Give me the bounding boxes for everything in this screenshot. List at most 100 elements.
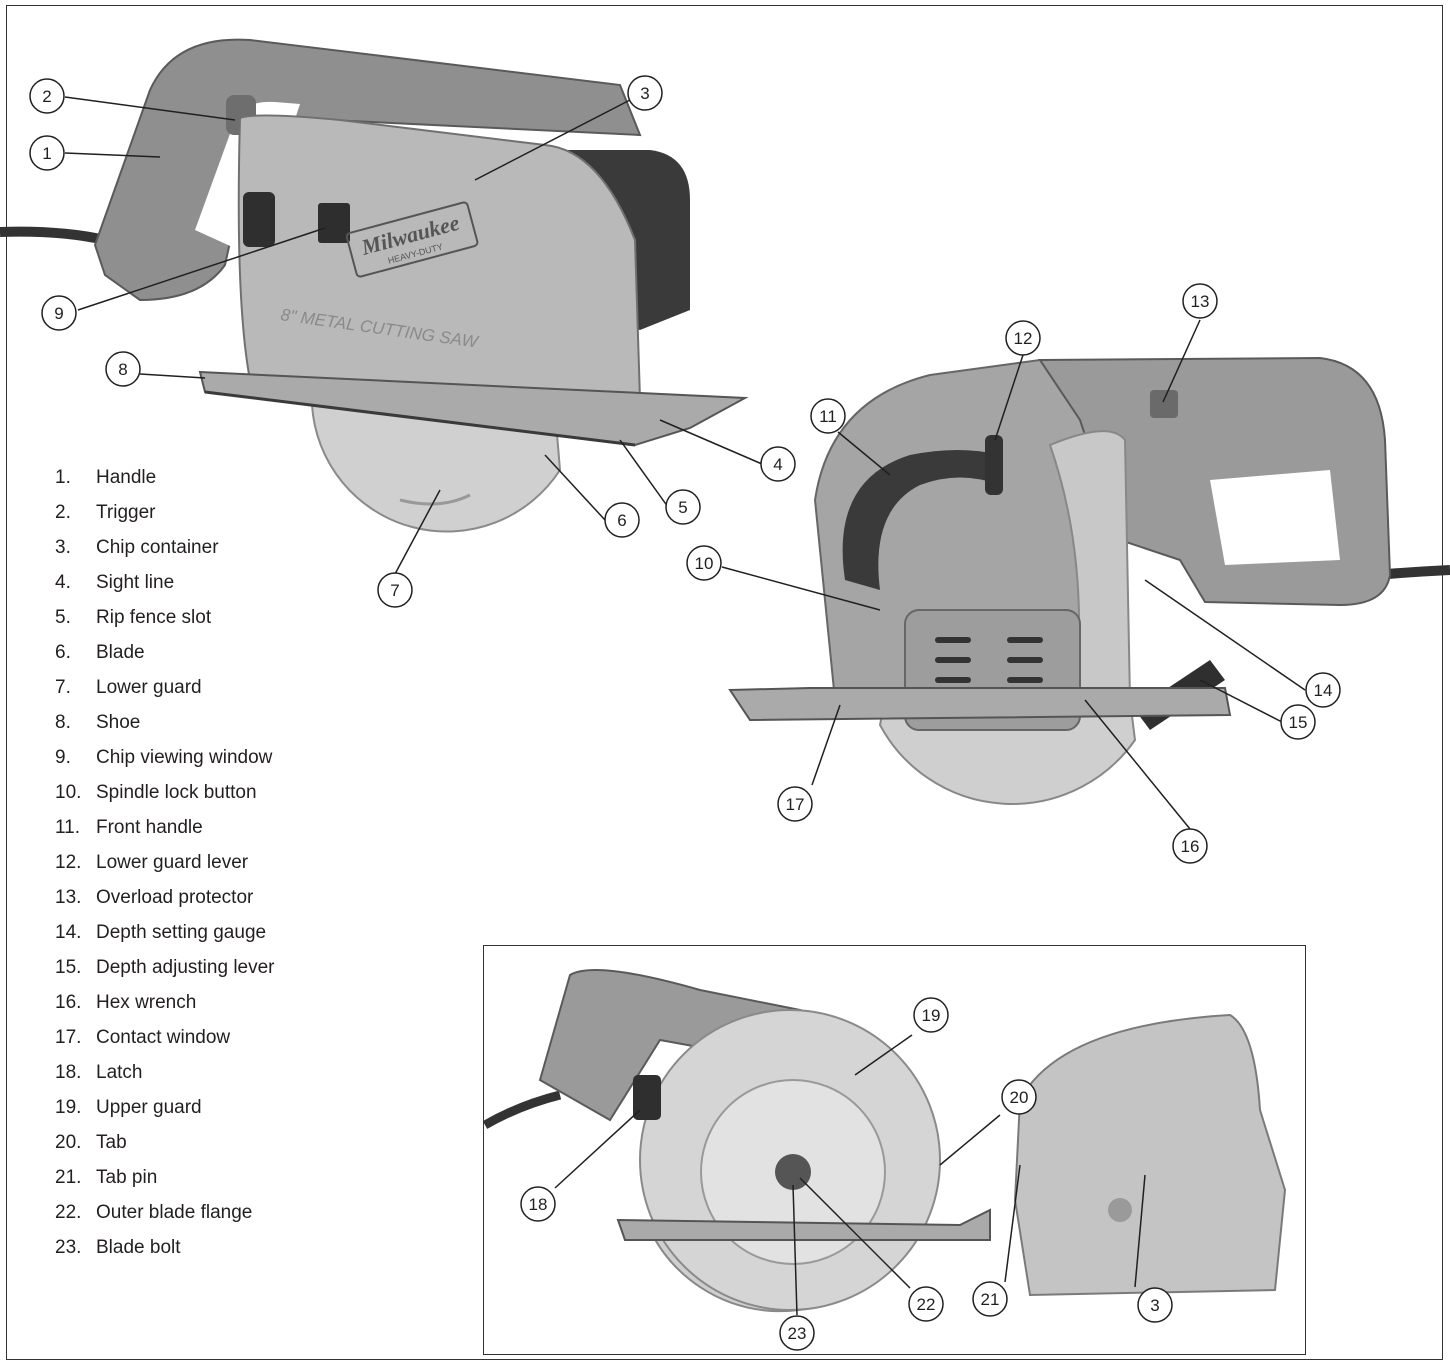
legend-label: Tab (96, 1132, 127, 1153)
callout-circle (908, 1286, 944, 1322)
callout-circle (604, 502, 640, 538)
legend-label: Latch (96, 1062, 143, 1083)
callout-number: 15 (1289, 713, 1308, 732)
legend-number: 19. (55, 1097, 82, 1118)
callout-number: 10 (695, 554, 714, 573)
legend-item: 18.Latch (55, 1060, 275, 1095)
callout-circle (377, 572, 413, 608)
power-cord-left (0, 226, 107, 245)
callout-number: 17 (786, 795, 805, 814)
legend-item: 13.Overload protector (55, 885, 275, 920)
legend-number: 16. (55, 992, 82, 1013)
callout-circle (913, 997, 949, 1033)
callout-number: 23 (788, 1324, 807, 1343)
legend-label: Sight line (96, 572, 175, 593)
legend-label: Lower guard lever (96, 852, 249, 873)
legend-number: 22. (55, 1202, 82, 1223)
callout-number: 18 (529, 1195, 548, 1214)
legend-label: Handle (96, 467, 157, 488)
callout-number: 6 (617, 511, 626, 530)
legend-number: 8. (55, 712, 71, 733)
callout-number: 4 (773, 455, 782, 474)
legend-label: Outer blade flange (96, 1202, 253, 1223)
callout-circle (760, 446, 796, 482)
callout-circle (1001, 1079, 1037, 1115)
legend-label: Rip fence slot (96, 607, 212, 628)
callout-number: 12 (1014, 329, 1033, 348)
cord-inset (482, 1090, 562, 1129)
legend-label: Blade (96, 642, 145, 663)
callout-circle (686, 545, 722, 581)
guard-arrow (399, 493, 471, 506)
legend-item: 16.Hex wrench (55, 990, 275, 1025)
legend-label: Blade bolt (96, 1237, 181, 1258)
shoe-plate (198, 370, 749, 447)
chip-window (318, 203, 350, 243)
callout-circle (779, 1315, 815, 1351)
legend-number: 6. (55, 642, 71, 663)
callout-number: 21 (981, 1290, 1000, 1309)
legend-number: 14. (55, 922, 82, 943)
callout-circle (29, 78, 65, 114)
callout-circle (520, 1186, 556, 1222)
legend-item: 7.Lower guard (55, 675, 275, 710)
front-grip (842, 450, 1000, 590)
lower-guard (310, 403, 562, 533)
callout-number: 16 (1181, 837, 1200, 856)
legend-item: 9.Chip viewing window (55, 745, 275, 780)
legend-number: 9. (55, 747, 71, 768)
saw-inset-view (482, 969, 1287, 1313)
legend-number: 13. (55, 887, 82, 908)
handle-opening-right (1210, 470, 1340, 565)
legend-item: 20.Tab (55, 1130, 275, 1165)
legend-number: 15. (55, 957, 82, 978)
callout-number: 9 (54, 304, 63, 323)
callout-number: 3 (1150, 1296, 1159, 1315)
shoe-edge (204, 390, 636, 447)
chip-container-body (237, 114, 642, 432)
callout-number: 19 (922, 1006, 941, 1025)
legend-item: 6. Blade (55, 640, 275, 675)
page-frame (6, 5, 1443, 1360)
callout-circle (627, 75, 663, 111)
inset-latch (633, 1075, 661, 1120)
legend-number: 23. (55, 1237, 82, 1258)
legend-item: 14. Depth setting gauge (55, 920, 275, 955)
legend-item: 17.Contact window (55, 1025, 275, 1060)
legend-item: 8. Shoe (55, 710, 275, 745)
callout-circle (1137, 1287, 1173, 1323)
callout-circle (105, 351, 141, 387)
legend-number: 12. (55, 852, 82, 873)
legend-item: 21.Tab pin (55, 1165, 275, 1200)
callout-circle (1305, 672, 1341, 708)
legend-number: 11. (55, 817, 81, 838)
saw-right-view (728, 356, 1450, 805)
callout-number: 7 (390, 581, 399, 600)
callout-number: 14 (1314, 681, 1333, 700)
legend-label: Chip container (96, 537, 219, 558)
legend-item: 1.Handle (55, 465, 275, 500)
guard-lever (985, 435, 1003, 495)
callout-circle (29, 135, 65, 171)
legend-number: 17. (55, 1027, 82, 1048)
legend-label: Spindle lock button (96, 782, 257, 803)
legend-item: 2.Trigger (55, 500, 275, 535)
legend-item: 22. Outer blade flange (55, 1200, 275, 1235)
callout-circle (41, 295, 77, 331)
legend-number: 3. (55, 537, 71, 558)
legend-number: 10. (55, 782, 82, 803)
legend-item: 10. Spindle lock button (55, 780, 275, 815)
callout-circle (972, 1281, 1008, 1317)
legend-item: 3. Chip container (55, 535, 275, 570)
callout-number: 13 (1191, 292, 1210, 311)
legend-number: 5. (55, 607, 71, 628)
legend-label: Shoe (96, 712, 141, 733)
callout-circle (1280, 704, 1316, 740)
legend-label: Depth setting gauge (96, 922, 267, 943)
inset-frame (483, 945, 1306, 1355)
overload-button (1150, 390, 1178, 418)
saw-left-view: Milwaukee HEAVY-DUTY 8" METAL CUTTING SA… (0, 38, 749, 533)
